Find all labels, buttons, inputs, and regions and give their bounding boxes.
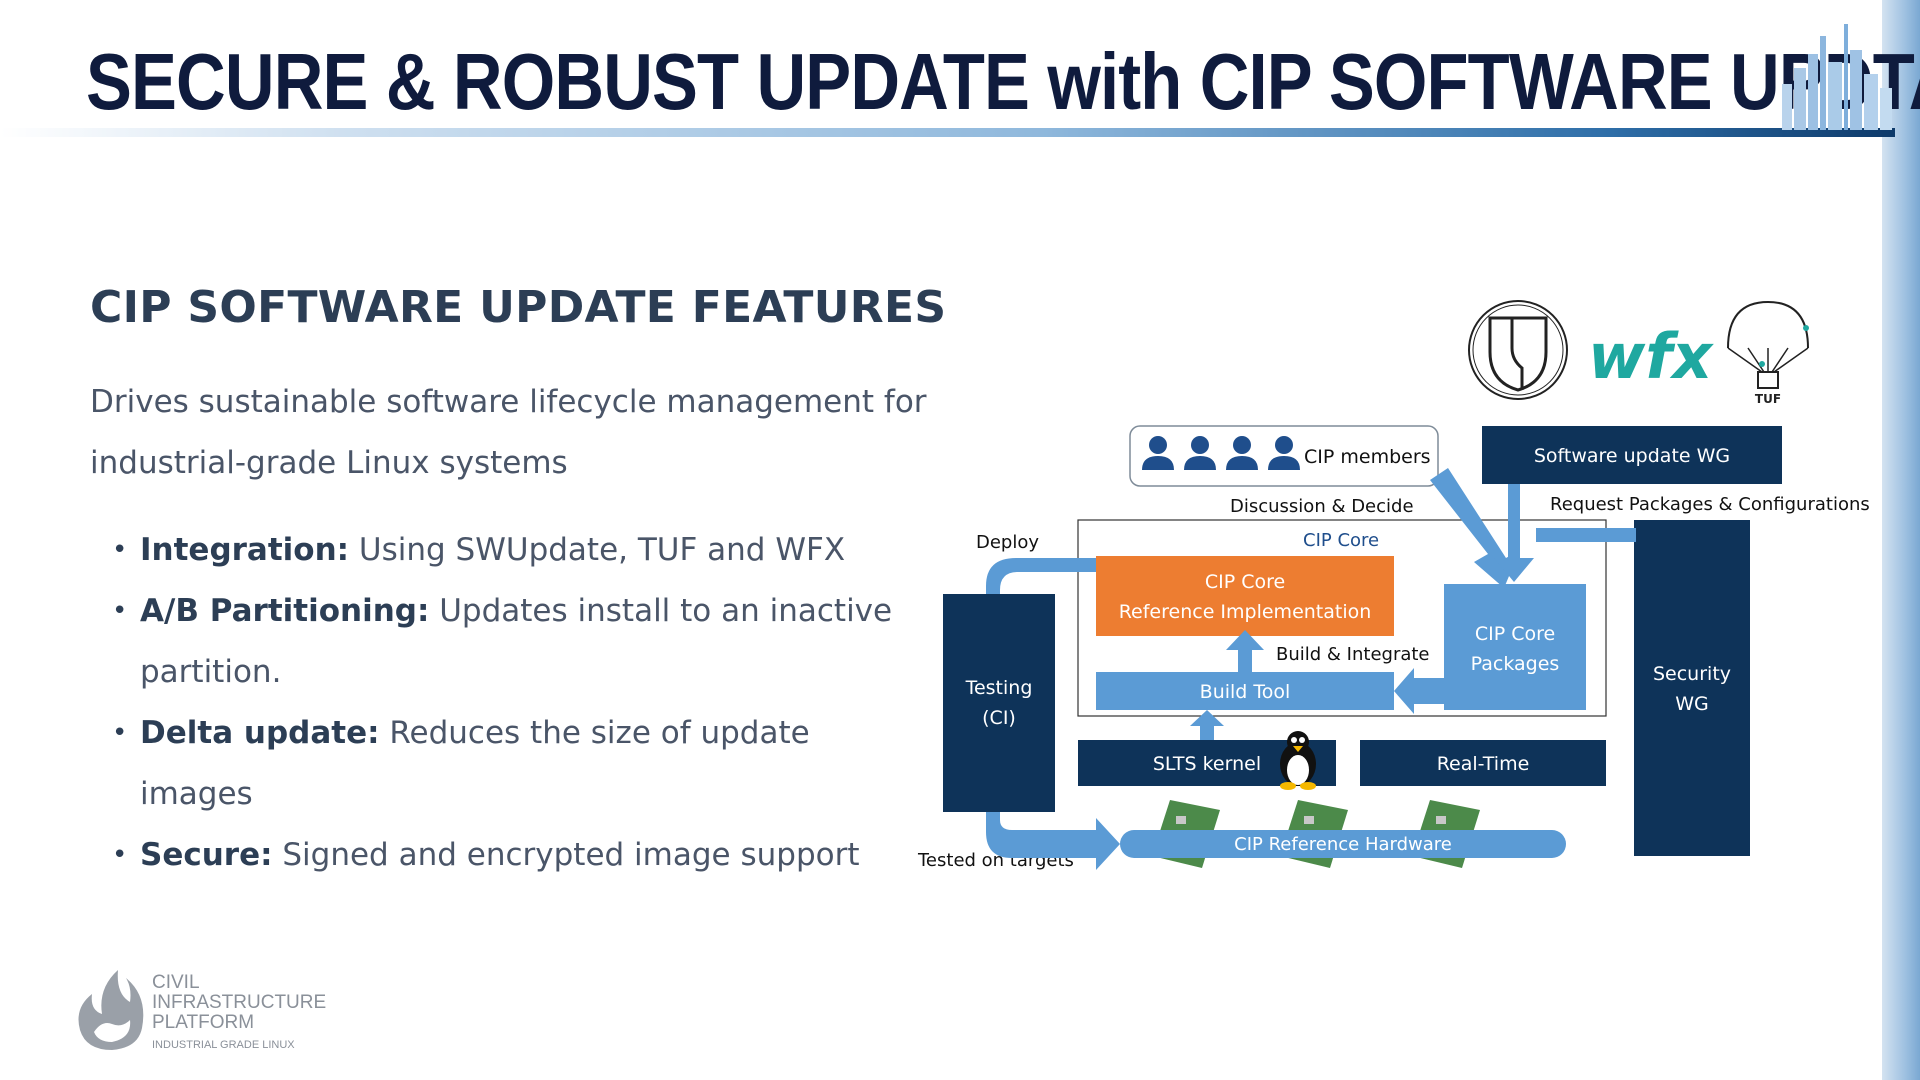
flame-logo-icon xyxy=(78,970,144,1050)
testing-ci-line2: (CI) xyxy=(982,707,1016,729)
edge-label-deploy: Deploy xyxy=(976,532,1039,553)
feature-text: Using SWUpdate, TUF and WFX xyxy=(349,532,846,568)
feature-term: Integration: xyxy=(140,532,350,568)
feature-term: Delta update: xyxy=(140,715,380,751)
edge-label-request: Request Packages & Configurations xyxy=(1550,494,1870,515)
right-edge-band xyxy=(1882,0,1920,1080)
cip-core-packages-line1: CIP Core xyxy=(1475,623,1555,645)
feature-item-delta-update: Delta update: Reduces the size of update… xyxy=(112,703,912,825)
user-icon xyxy=(1268,436,1300,470)
cip-members-label: CIP members xyxy=(1304,446,1431,468)
city-skyline-icon xyxy=(1782,24,1892,130)
build-tool-label: Build Tool xyxy=(1200,681,1291,703)
user-icon xyxy=(1142,436,1174,470)
testing-ci-line1: Testing xyxy=(965,677,1033,699)
logo-line1: CIVIL xyxy=(152,972,200,993)
feature-text: Updates install to an inactive partition… xyxy=(140,593,893,690)
reference-implementation-line1: CIP Core xyxy=(1205,571,1285,593)
edge-label-build-integrate: Build & Integrate xyxy=(1276,644,1430,665)
cip-core-packages-line2: Packages xyxy=(1471,653,1560,675)
feature-item-ab-partitioning: A/B Partitioning: Updates install to an … xyxy=(112,581,912,703)
section-heading: CIP SOFTWARE UPDATE FEATURES xyxy=(90,282,947,333)
cip-reference-hardware-label: CIP Reference Hardware xyxy=(1234,834,1452,855)
security-wg-line1: Security xyxy=(1653,663,1731,685)
user-icon xyxy=(1226,436,1258,470)
feature-term: Secure: xyxy=(140,837,273,873)
feature-item-secure: Secure: Signed and encrypted image suppo… xyxy=(112,825,912,886)
diagram-arrows xyxy=(986,468,1636,870)
build-tool-box xyxy=(1096,672,1394,710)
cip-core-packages-box xyxy=(1444,584,1586,710)
real-time-label: Real-Time xyxy=(1437,753,1530,775)
cip-core-label: CIP Core xyxy=(1303,530,1379,551)
wfx-logo: wfx xyxy=(1588,320,1714,393)
user-icon xyxy=(1184,436,1216,470)
arrow-deploy xyxy=(986,558,1096,594)
arrow-slts-to-build xyxy=(1190,710,1224,740)
cip-core-container xyxy=(1077,519,1607,717)
intro-paragraph: Drives sustainable software lifecycle ma… xyxy=(90,384,927,481)
edge-label-discussion: Discussion & Decide xyxy=(1230,496,1414,517)
tux-penguin-icon xyxy=(1280,731,1316,790)
shield-logo-icon xyxy=(1468,300,1568,400)
feature-text: Reduces the size of update images xyxy=(140,715,810,812)
logo-tagline: INDUSTRIAL GRADE LINUX xyxy=(152,1039,295,1051)
feature-list: Integration: Using SWUpdate, TUF and WFX… xyxy=(112,520,912,886)
software-update-wg-label: Software update WG xyxy=(1534,445,1730,467)
parachute-icon xyxy=(1727,300,1809,389)
arrow-packages-to-build-tool xyxy=(1394,668,1444,714)
testing-ci-box xyxy=(943,594,1055,812)
user-icon-group xyxy=(1142,436,1300,470)
logo-line2: INFRASTRUCTURE xyxy=(152,992,326,1013)
cip-architecture-diagram: wfx TUF CIP members Software update WG D… xyxy=(917,300,1870,871)
feature-text: Signed and encrypted image support xyxy=(272,837,860,873)
arrow-security-to-core xyxy=(1536,528,1636,542)
reference-implementation-line2: Reference Implementation xyxy=(1119,601,1372,623)
real-time-box xyxy=(1360,740,1606,786)
reference-implementation-box xyxy=(1096,556,1394,636)
feature-item-integration: Integration: Using SWUpdate, TUF and WFX xyxy=(112,520,912,581)
arrow-build-to-reference xyxy=(1226,630,1264,672)
software-update-wg-box xyxy=(1482,426,1782,484)
cip-footer-logo: CIVIL INFRASTRUCTURE PLATFORM INDUSTRIAL… xyxy=(78,970,326,1051)
slts-kernel-label: SLTS kernel xyxy=(1153,753,1261,775)
feature-term: A/B Partitioning: xyxy=(140,593,430,629)
logo-line3: PLATFORM xyxy=(152,1012,254,1033)
title-underline-rule xyxy=(0,128,1895,137)
cip-reference-hardware-box xyxy=(1120,830,1566,858)
arrow-swwg-to-packages xyxy=(1494,484,1534,582)
tuf-logo-label: TUF xyxy=(1755,392,1781,406)
arrow-tested-on-targets xyxy=(986,812,1120,870)
security-wg-box xyxy=(1634,520,1750,856)
page-title: SECURE & ROBUST UPDATE with CIP SOFTWARE… xyxy=(86,37,1920,126)
security-wg-line2: WG xyxy=(1675,693,1709,715)
